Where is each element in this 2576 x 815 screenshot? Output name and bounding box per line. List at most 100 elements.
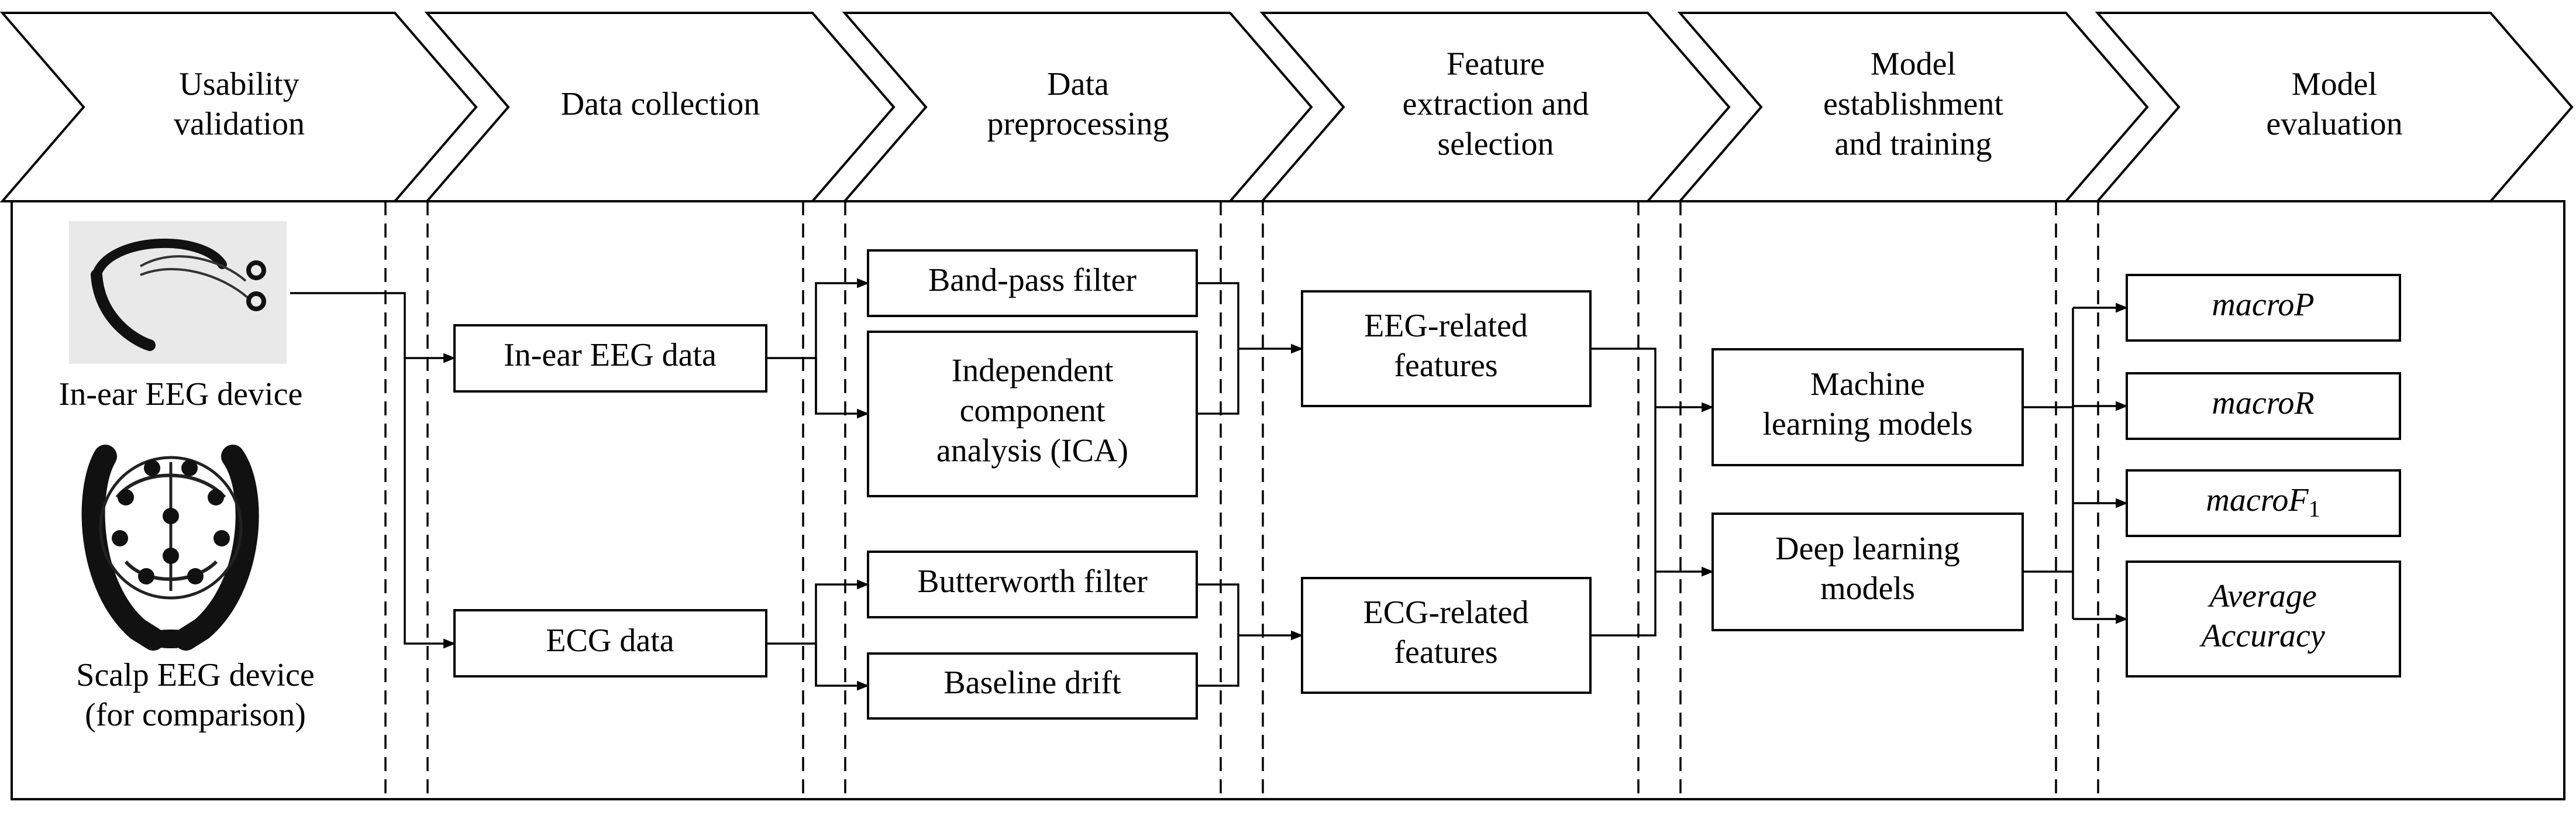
text-line: EEG-related: [1364, 308, 1528, 344]
text-line: models: [1820, 570, 1915, 607]
electrode-icon: [144, 460, 160, 476]
electrode-icon: [112, 530, 128, 546]
process-boxes: In-ear EEG data ECG data Band-pass filte…: [453, 249, 2024, 720]
connector-in-ear-to-data: [290, 292, 456, 363]
text-line: Model: [2292, 66, 2377, 102]
electrode-icon: [163, 548, 179, 564]
text-line: (for comparison): [85, 697, 306, 733]
electrode-icon: [118, 489, 134, 505]
text-line: Usability: [179, 66, 299, 102]
ica-box: [867, 331, 1198, 497]
in-ear-eeg-device-image: [69, 221, 287, 364]
text-line: Baseline drift: [943, 665, 1121, 701]
earphone-cable: [140, 268, 250, 300]
scalp-eeg-device-label: Scalp EEG device (for comparison): [76, 657, 314, 733]
headset-base: [140, 630, 201, 648]
headset-right-arm: [174, 445, 259, 651]
butterworth-filter-label: Butterworth filter: [917, 563, 1148, 600]
text-line: Deep learning: [1775, 531, 1960, 567]
electrode-icon: [181, 460, 198, 476]
text-line: validation: [174, 106, 305, 142]
text-line: analysis (ICA): [936, 432, 1128, 469]
stage-title-feature-extraction: Feature extraction and selection: [1403, 46, 1589, 163]
text-line: features: [1394, 348, 1497, 384]
earbud-icon: [246, 291, 266, 311]
macro-f1-label: macroF1: [2206, 482, 2320, 522]
text-line: and training: [1834, 126, 1992, 162]
headset-outline: [99, 456, 243, 600]
connector-band-pass-out: [1197, 282, 1239, 415]
earphone-cable: [139, 255, 247, 282]
butterworth-filter-box: [867, 551, 1198, 618]
stage-titles: Usability validation Data collection Data…: [174, 46, 2403, 163]
stage-title-usability-validation: Usability validation: [174, 66, 305, 142]
in-ear-eeg-data-box: [453, 324, 767, 393]
text-line: Machine: [1810, 366, 1925, 403]
text-line: learning models: [1762, 406, 1972, 442]
macro-f1-box: [2126, 469, 2401, 537]
text-line: In-ear EEG data: [504, 337, 717, 373]
section-dividers: [384, 201, 2099, 799]
text-line: Average: [2207, 578, 2316, 614]
stage-chevrons: [0, 12, 2574, 202]
electrode-icon: [213, 530, 230, 546]
connector-scalp-to-ecg: [404, 358, 456, 649]
electrode-icon: [208, 489, 224, 505]
stage-title-data-collection: Data collection: [561, 86, 760, 122]
text-line: Butterworth filter: [917, 563, 1148, 600]
earbud-icon: [246, 260, 266, 280]
macro-p-box: [2126, 274, 2401, 342]
text-line: features: [1394, 634, 1497, 670]
neckband-lower-arm: [91, 269, 156, 351]
headset-left-arm: [81, 445, 165, 651]
baseline-drift-box: [867, 652, 1198, 720]
text-line: component: [960, 393, 1106, 429]
connector-to-band-pass: [815, 278, 870, 414]
in-ear-eeg-device-label: In-ear EEG device: [59, 376, 303, 412]
text-line: Band-pass filter: [928, 262, 1137, 298]
ecg-data-box: [453, 609, 767, 678]
text-line: preprocessing: [987, 106, 1169, 142]
scalp-eeg-device-image: [81, 445, 259, 651]
connector-to-baseline: [815, 644, 870, 691]
text-line: Accuracy: [2199, 618, 2325, 654]
stage-title-data-preprocessing: Data preprocessing: [987, 66, 1169, 142]
connector-to-butterworth: [815, 579, 870, 686]
text-line: ECG data: [546, 623, 674, 659]
text-line: Independent: [952, 353, 1114, 389]
macro-r-label: macroR: [2212, 385, 2314, 421]
electrode-icon: [187, 568, 204, 584]
eeg-features-label: EEG-related features: [1364, 308, 1528, 384]
macro-p-label: macroP: [2212, 287, 2314, 323]
text-line: Scalp EEG device: [76, 657, 314, 693]
band-pass-filter-label: Band-pass filter: [928, 262, 1137, 298]
text-line: ECG-related: [1363, 594, 1529, 631]
text-line: establishment: [1823, 86, 2003, 122]
in-ear-eeg-data-label: In-ear EEG data: [504, 337, 717, 373]
text-line: Data: [1047, 66, 1109, 102]
text-line: Data collection: [561, 86, 760, 122]
text-line: selection: [1437, 126, 1554, 162]
electrode-icon: [163, 508, 179, 524]
connectors: [290, 278, 2129, 691]
stage-title-model-evaluation: Model evaluation: [2266, 66, 2402, 142]
electrode-icon: [138, 568, 154, 584]
connector-features-merge: [1590, 348, 1657, 637]
text-line: evaluation: [2266, 106, 2402, 142]
text-line: extraction and: [1403, 86, 1589, 122]
ecg-data-label: ECG data: [546, 623, 674, 659]
text-line: Feature: [1447, 46, 1545, 82]
neckband-icon: [92, 238, 227, 280]
connector-to-ica: [815, 358, 870, 419]
macro-r-box: [2126, 372, 2401, 440]
workflow-frame: [11, 200, 2565, 800]
baseline-drift-label: Baseline drift: [943, 665, 1121, 701]
dl-models-box: [1711, 513, 2024, 631]
